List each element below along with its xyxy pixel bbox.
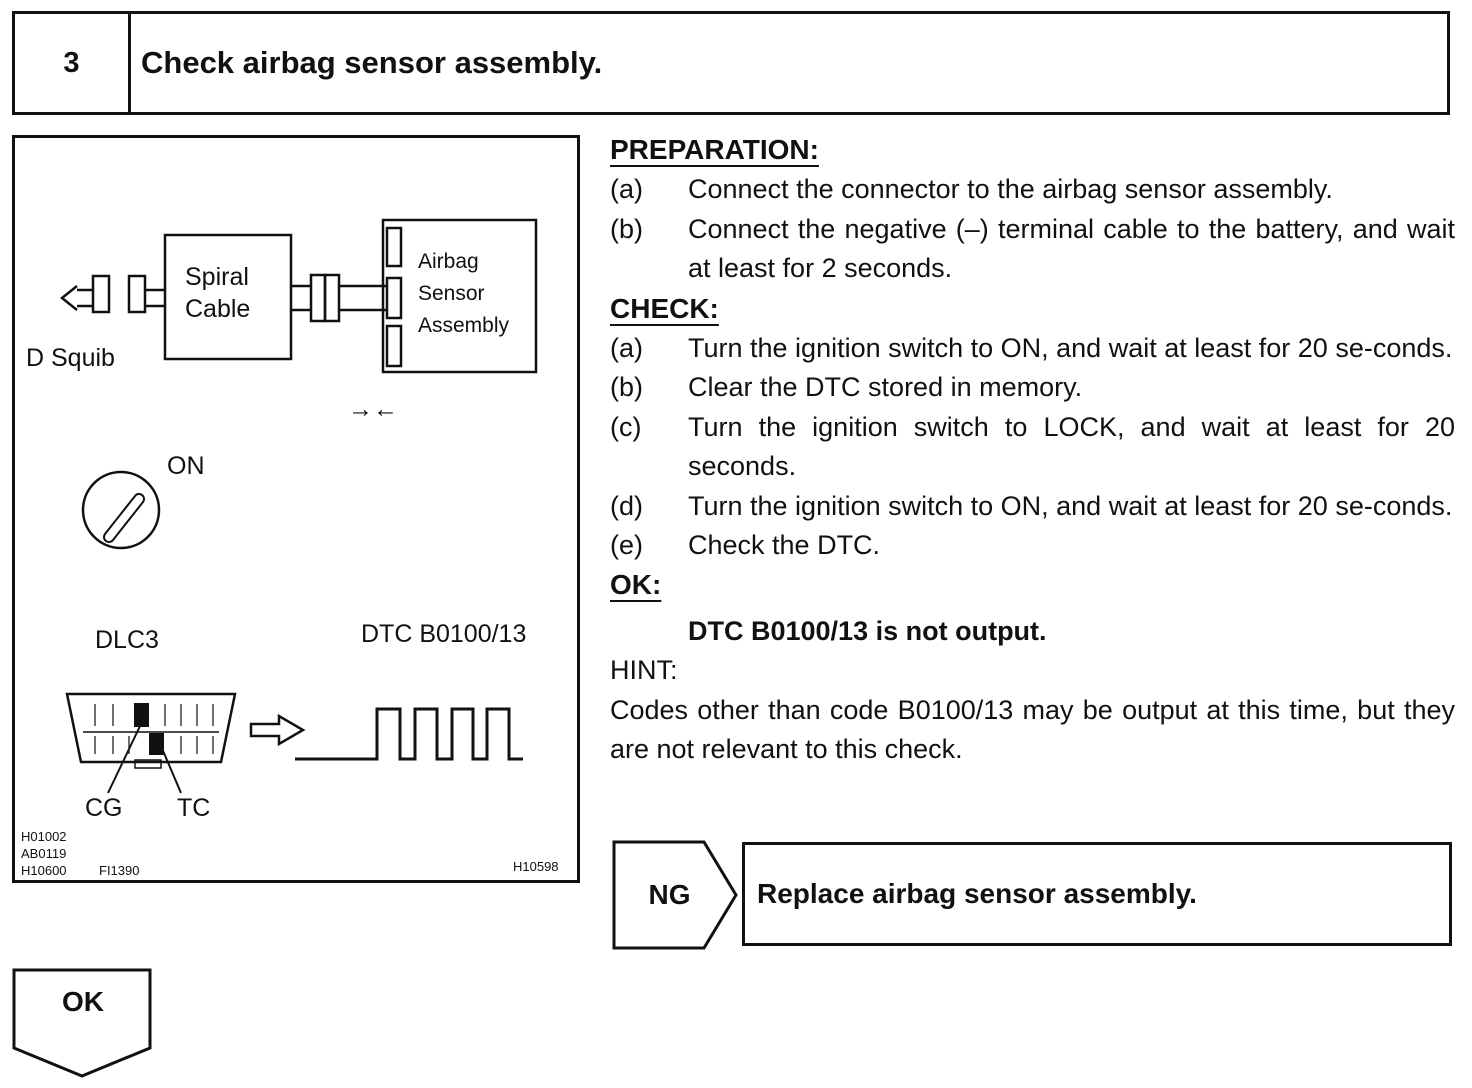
step-title: Check airbag sensor assembly. — [141, 45, 603, 80]
squib-connector-icon — [91, 274, 111, 314]
item-label: (a) — [610, 333, 643, 364]
dlc3-connector-icon — [65, 692, 237, 764]
item-label: (b) — [610, 372, 643, 403]
item-label: (d) — [610, 490, 643, 521]
sensor-pin-2 — [385, 276, 403, 320]
list-item: (a) Connect the connector to the airbag … — [610, 170, 1455, 209]
label-d-squib: D Squib — [26, 344, 115, 372]
ng-label: NG — [648, 879, 691, 910]
sensor-pin-3 — [385, 324, 403, 368]
spiral-cable-box — [163, 233, 293, 361]
list-item: (d) Turn the ignition switch to ON, and … — [610, 487, 1455, 526]
step-header: 3 Check airbag sensor assembly. — [12, 11, 1450, 115]
label-cg: CG — [85, 794, 123, 822]
step-number: 3 — [15, 14, 131, 112]
ok-flow-box: OK — [12, 968, 154, 1080]
label-airbag-1: Airbag — [418, 250, 479, 273]
sensor-pin-1 — [385, 226, 403, 268]
cg-terminal — [134, 703, 149, 727]
item-text: Turn the ignition switch to ON, and wait… — [688, 490, 1453, 521]
spiral-connector-left-icon — [127, 274, 147, 314]
label-spiral-2: Cable — [185, 295, 250, 323]
airbag-sensor-box — [381, 218, 538, 374]
list-item: (b) Clear the DTC stored in memory. — [610, 368, 1455, 407]
figure-code-4: FI1390 — [99, 863, 139, 878]
figure-code-2: AB0119 — [21, 846, 66, 861]
label-connect-arrows: →← — [348, 395, 398, 423]
item-label: (c) — [610, 411, 642, 442]
list-item: (c) Turn the ignition switch to LOCK, an… — [610, 408, 1455, 487]
squib-plug-icon — [59, 285, 78, 311]
hint-text: Codes other than code B0100/13 may be ou… — [610, 694, 1455, 765]
ok-heading: OK: — [610, 569, 662, 601]
ng-flow-box: NG Replace airbag sensor assembly. — [612, 840, 1455, 950]
diagram-figure: D Squib Spiral Cable Airbag Sensor Assem… — [12, 135, 580, 883]
label-airbag-3: Assembly — [418, 314, 510, 337]
label-dlc3: DLC3 — [95, 626, 159, 654]
ok-arrow-shape — [12, 968, 152, 1078]
output-arrow-icon — [249, 713, 306, 747]
label-spiral-1: Spiral — [185, 263, 249, 291]
figure-code-3: H10600 — [21, 863, 67, 878]
item-label: (a) — [610, 174, 643, 205]
instruction-text: PREPARATION: (a) Connect the connector t… — [610, 130, 1455, 770]
ng-arrow-shape — [612, 840, 738, 950]
item-text: Turn the ignition switch to LOCK, and wa… — [688, 411, 1455, 482]
list-item: (b) Connect the negative (–) terminal ca… — [610, 210, 1455, 289]
list-item: (e) Check the DTC. — [610, 526, 1455, 565]
ok-label: OK — [62, 986, 104, 1017]
dtc-waveform — [295, 707, 523, 761]
ignition-switch-icon — [81, 470, 161, 550]
check-heading: CHECK: — [610, 292, 719, 324]
diagram-svg: D Squib Spiral Cable Airbag Sensor Assem… — [21, 218, 559, 878]
ng-action: Replace airbag sensor assembly. — [742, 842, 1452, 946]
spiral-connector-right-icon — [309, 273, 327, 323]
item-text: Turn the ignition switch to ON, and wait… — [688, 333, 1453, 364]
preparation-heading: PREPARATION: — [610, 134, 819, 165]
ok-result: DTC B0100/13 is not output. — [688, 615, 1047, 646]
label-airbag-2: Sensor — [418, 282, 485, 305]
tc-terminal — [149, 733, 164, 755]
label-dtc: DTC B0100/13 — [361, 620, 526, 648]
label-tc: TC — [177, 794, 210, 822]
item-text: Connect the negative (–) terminal cable … — [688, 213, 1455, 284]
item-text: Clear the DTC stored in memory. — [688, 372, 1083, 403]
sensor-connector-plug-icon — [323, 273, 341, 323]
figure-code-5: H10598 — [513, 859, 559, 874]
list-item: (a) Turn the ignition switch to ON, and … — [610, 329, 1455, 368]
item-label: (e) — [610, 530, 643, 561]
figure-code-1: H01002 — [21, 829, 67, 844]
hint-heading: HINT: — [610, 655, 678, 686]
item-text: Connect the connector to the airbag sens… — [688, 174, 1333, 205]
item-label: (b) — [610, 213, 643, 244]
item-text: Check the DTC. — [688, 530, 881, 561]
label-on: ON — [167, 452, 205, 480]
